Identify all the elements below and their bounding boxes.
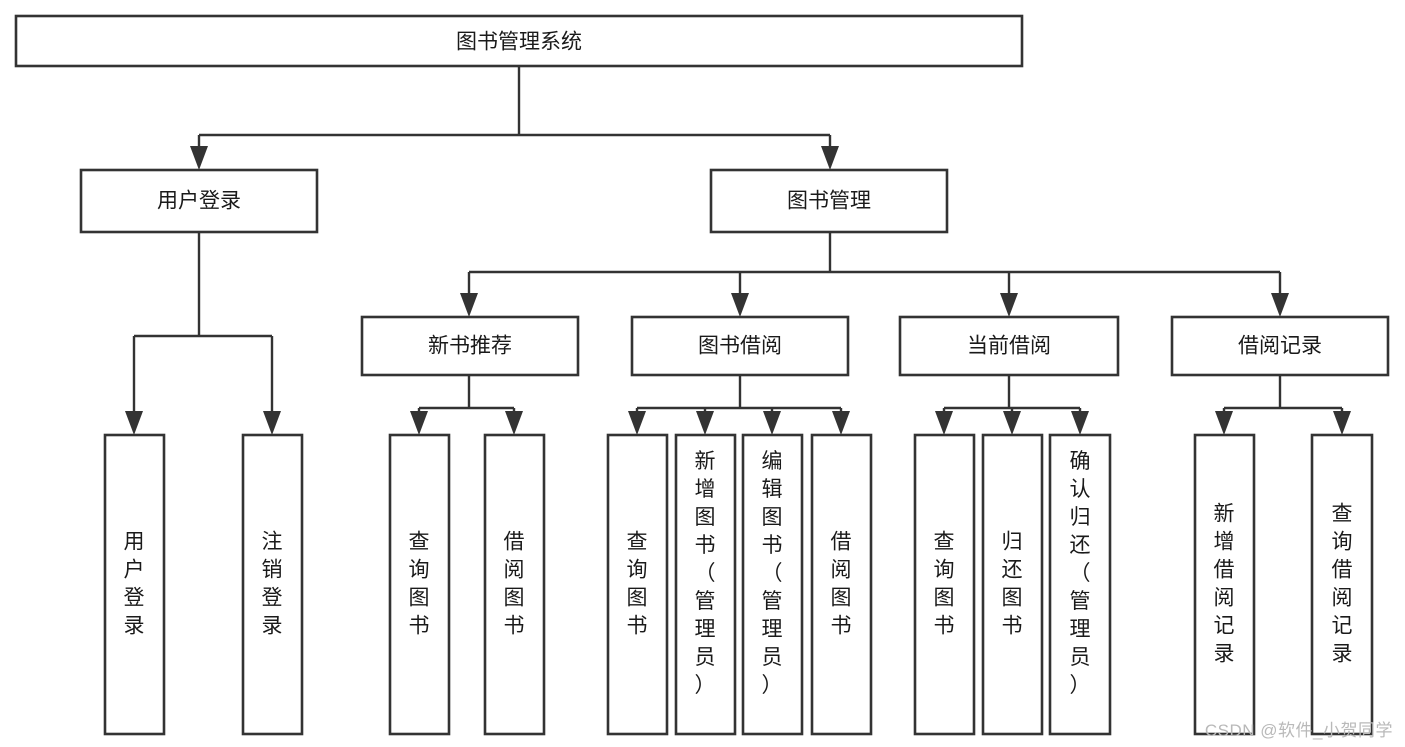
arrow-to-user-login — [190, 146, 208, 170]
node-current-borrow[interactable]: 当前借阅 — [898, 315, 1120, 377]
leaf-confirm-return-admin-label: 确认归还（管理员） — [1070, 450, 1091, 697]
leaf-borrow-book-label: 借阅图书 — [831, 531, 852, 638]
arrow-to-leaf-user-login — [125, 411, 143, 435]
arrow-to-leaf-add-borrow-record — [1215, 411, 1233, 435]
arrow-to-leaf-confirm-return-admin — [1071, 411, 1089, 435]
user-login-label: 用户登录 — [157, 190, 241, 213]
node-book-manage[interactable]: 图书管理 — [709, 168, 949, 234]
leaf-edit-book-admin-box[interactable] — [741, 433, 804, 736]
node-leaf-borrow-book-recommend[interactable]: 借阅图书 — [483, 433, 546, 736]
new-book-recommend-label: 新书推荐 — [428, 335, 512, 358]
node-leaf-query-book-borrow[interactable]: 查询图书 — [606, 433, 669, 736]
leaf-borrow-book-recommend-label: 借阅图书 — [504, 531, 525, 638]
leaf-query-borrow-record-label: 查询借阅记录 — [1332, 503, 1353, 666]
arrow-to-leaf-edit-book-admin — [763, 411, 781, 435]
leaf-edit-book-admin-label: 编辑图书（管理员） — [762, 450, 783, 697]
leaf-logout-box[interactable] — [241, 433, 304, 736]
root-box[interactable] — [14, 14, 1024, 68]
arrow-to-current-borrow — [1000, 293, 1018, 317]
arrow-to-new-book-recommend — [460, 293, 478, 317]
leaf-query-book-current-label: 查询图书 — [934, 531, 955, 638]
node-leaf-add-book-admin[interactable]: 新增图书（管理员） — [674, 433, 737, 736]
current-borrow-label: 当前借阅 — [967, 335, 1051, 358]
book-manage-box[interactable] — [709, 168, 949, 234]
user-login-box[interactable] — [79, 168, 319, 234]
leaf-nodes-layer: 用户登录 注销登录 查询图书 借阅图书 查询图书 新增图书（管理员） — [103, 433, 1374, 736]
node-leaf-query-book-recommend[interactable]: 查询图书 — [388, 433, 451, 736]
arrow-to-leaf-add-book-admin — [696, 411, 714, 435]
leaf-query-book-recommend-box[interactable] — [388, 433, 451, 736]
node-leaf-borrow-book[interactable]: 借阅图书 — [810, 433, 873, 736]
node-leaf-logout[interactable]: 注销登录 — [241, 433, 304, 736]
leaf-confirm-return-admin-box[interactable] — [1048, 433, 1112, 736]
leaf-borrow-book-box[interactable] — [810, 433, 873, 736]
leaf-query-book-borrow-box[interactable] — [606, 433, 669, 736]
csdn-watermark: CSDN @软件_小贺同学 — [1204, 721, 1393, 740]
leaf-return-book-label: 归还图书 — [1002, 531, 1023, 638]
leaf-user-login-box[interactable] — [103, 433, 166, 736]
arrow-to-leaf-query-borrow-record — [1333, 411, 1351, 435]
edges-layer — [125, 66, 1351, 435]
node-book-borrow[interactable]: 图书借阅 — [630, 315, 850, 377]
leaf-add-borrow-record-label: 新增借阅记录 — [1214, 503, 1235, 666]
new-book-recommend-box[interactable] — [360, 315, 580, 377]
node-root[interactable]: 图书管理系统 — [14, 14, 1024, 68]
node-leaf-query-book-current[interactable]: 查询图书 — [913, 433, 976, 736]
arrow-to-leaf-query-book-recommend — [410, 411, 428, 435]
leaf-add-borrow-record-box[interactable] — [1193, 433, 1256, 736]
node-leaf-query-borrow-record[interactable]: 查询借阅记录 — [1310, 433, 1374, 736]
node-leaf-return-book[interactable]: 归还图书 — [981, 433, 1044, 736]
leaf-logout-label: 注销登录 — [262, 531, 283, 638]
node-new-book-recommend[interactable]: 新书推荐 — [360, 315, 580, 377]
borrow-record-box[interactable] — [1170, 315, 1390, 377]
arrow-to-book-manage — [821, 146, 839, 170]
borrow-record-label: 借阅记录 — [1238, 335, 1322, 358]
leaf-return-book-box[interactable] — [981, 433, 1044, 736]
arrow-to-borrow-record — [1271, 293, 1289, 317]
root-label: 图书管理系统 — [456, 31, 582, 54]
arrow-to-leaf-borrow-book-recommend — [505, 411, 523, 435]
leaf-user-login-label: 用户登录 — [124, 531, 145, 638]
arrow-to-leaf-query-book-current — [935, 411, 953, 435]
node-leaf-edit-book-admin[interactable]: 编辑图书（管理员） — [741, 433, 804, 736]
node-leaf-confirm-return-admin[interactable]: 确认归还（管理员） — [1048, 433, 1112, 736]
leaf-query-book-current-box[interactable] — [913, 433, 976, 736]
arrow-to-leaf-query-book-borrow — [628, 411, 646, 435]
node-leaf-add-borrow-record[interactable]: 新增借阅记录 — [1193, 433, 1256, 736]
leaf-query-book-borrow-label: 查询图书 — [627, 531, 648, 638]
node-leaf-user-login[interactable]: 用户登录 — [103, 433, 166, 736]
book-borrow-box[interactable] — [630, 315, 850, 377]
leaf-query-borrow-record-box[interactable] — [1310, 433, 1374, 736]
leaf-add-book-admin-label: 新增图书（管理员） — [695, 450, 716, 697]
leaf-borrow-book-recommend-box[interactable] — [483, 433, 546, 736]
node-borrow-record[interactable]: 借阅记录 — [1170, 315, 1390, 377]
current-borrow-box[interactable] — [898, 315, 1120, 377]
leaf-query-book-recommend-label: 查询图书 — [409, 531, 430, 638]
arrow-to-leaf-return-book — [1003, 411, 1021, 435]
node-user-login[interactable]: 用户登录 — [79, 168, 319, 234]
leaf-add-book-admin-box[interactable] — [674, 433, 737, 736]
arrow-to-book-borrow — [731, 293, 749, 317]
arrow-to-leaf-borrow-book — [832, 411, 850, 435]
book-manage-label: 图书管理 — [787, 190, 871, 213]
arrow-to-leaf-logout — [263, 411, 281, 435]
book-borrow-label: 图书借阅 — [698, 335, 782, 358]
